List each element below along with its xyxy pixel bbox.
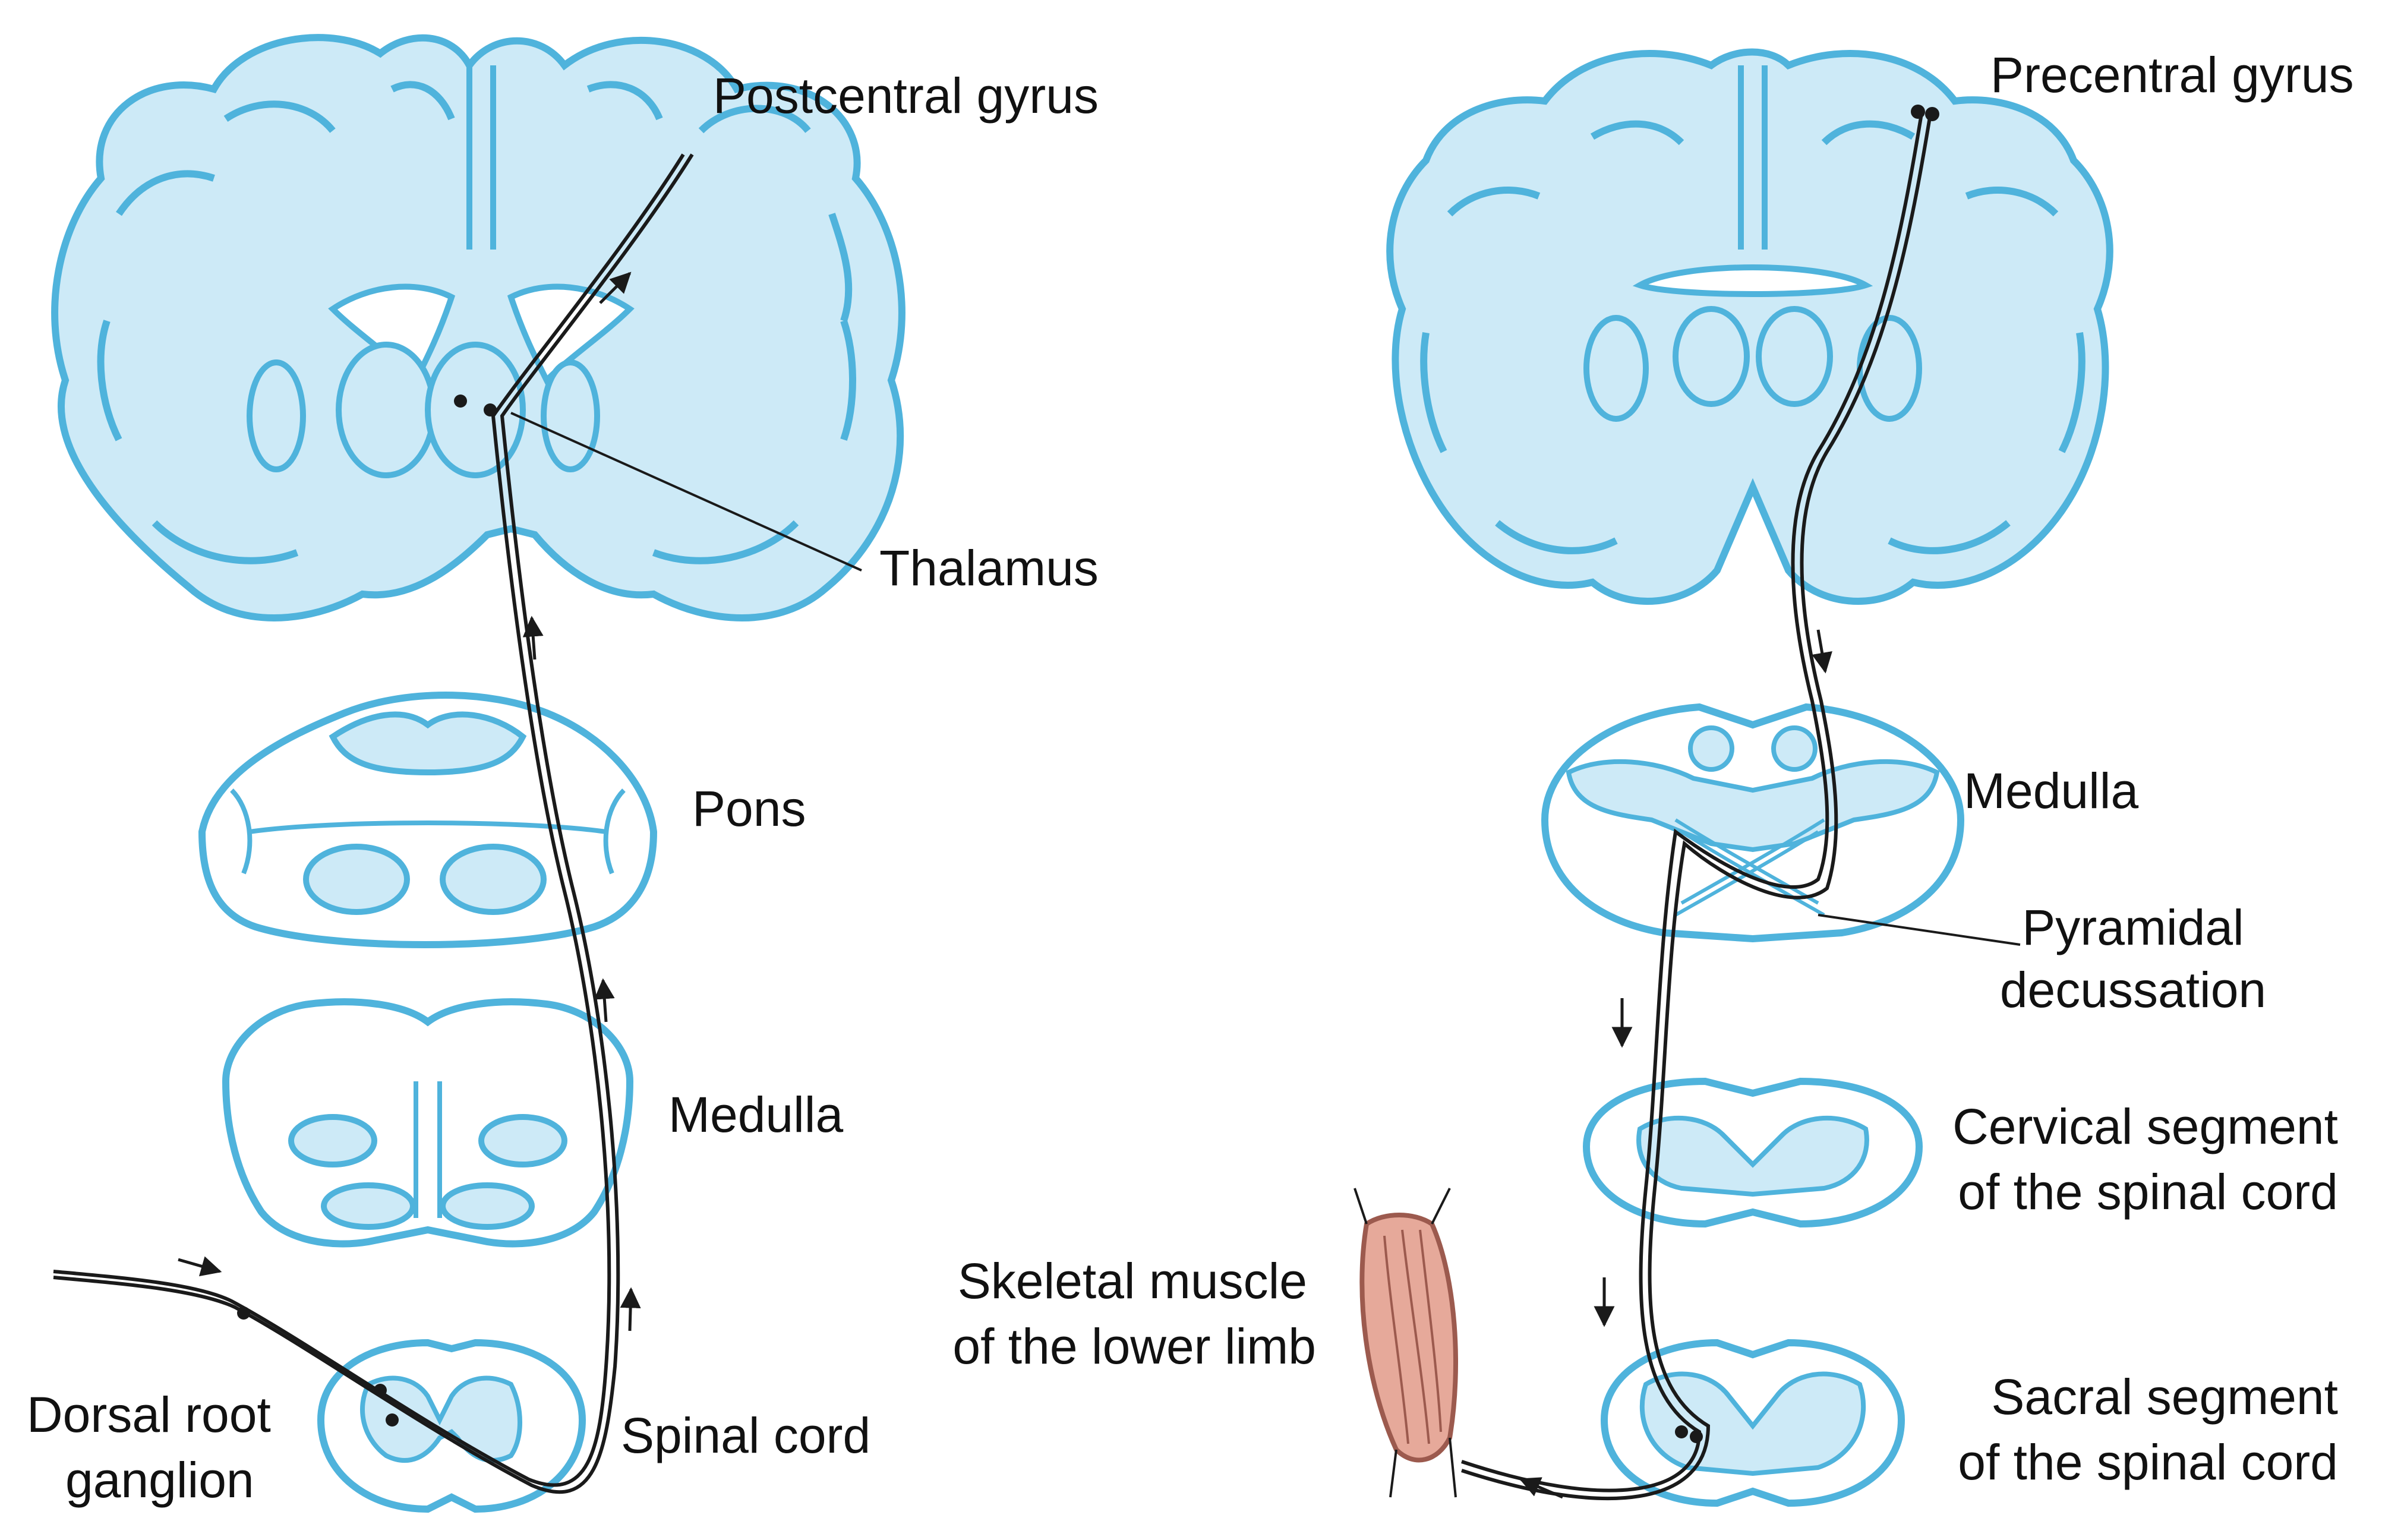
arrow-medulla-ascending: [594, 978, 615, 1023]
label-precentral-gyrus: Precentral gyrus: [1990, 47, 2354, 103]
label-dorsal-root-ganglion-line2: ganglion: [65, 1452, 254, 1508]
skeletal-muscle: [1353, 1188, 1458, 1498]
thalamus-leader-line: [510, 412, 862, 572]
arrow-pons-ascending: [522, 616, 544, 660]
basal-ganglia-r1: [1583, 315, 1649, 422]
pyramid-left: [321, 1182, 416, 1230]
arrow-cortex-ascending: [599, 272, 632, 304]
thalamic-cell-1: [454, 395, 467, 408]
brain-coronal-section-left: [51, 34, 905, 621]
cervical-segment-section: [1582, 1077, 1923, 1228]
pons-tegmentum: [329, 711, 527, 776]
brain-outline-left: [51, 34, 905, 621]
arrow-to-muscle: [1519, 1477, 1563, 1499]
label-pons: Pons: [692, 781, 806, 837]
lower-motor-neuron-1: [1675, 1425, 1688, 1438]
pons-nucleus-right: [440, 844, 547, 915]
pons-nucleus-left: [303, 844, 410, 915]
ascending-pathway: [53, 153, 862, 1494]
olive-right: [478, 1114, 567, 1167]
pons-section: [198, 692, 658, 948]
medulla-left-outline: [222, 998, 634, 1248]
brain-midline-right: [1738, 65, 1768, 250]
medulla-right-gray: [1566, 759, 1940, 853]
arrow-dorsal-root: [178, 1256, 222, 1277]
labels: Postcentral gyrus Thalamus Pons Medulla …: [27, 47, 2354, 1508]
spinal-cord-left-gray: [360, 1375, 522, 1463]
arrow-descending-1: [1812, 629, 1832, 674]
spinal-cord-left-section: [317, 1339, 586, 1513]
basal-ganglia-r3: [1756, 306, 1833, 407]
ascending-pathway-line-2: [53, 153, 694, 1494]
label-skeletal-muscle-line2: of the lower limb: [952, 1318, 1316, 1374]
pyramid-right: [440, 1182, 535, 1230]
label-cervical-segment-line1: Cervical segment: [1952, 1099, 2338, 1154]
thalamus-left-hemisphere: [336, 342, 437, 478]
label-cervical-segment-line2: of the spinal cord: [1958, 1164, 2338, 1220]
brain-gyri-left: [97, 81, 856, 564]
pons-fibers: [230, 788, 626, 875]
medulla-left-section: [222, 998, 634, 1248]
upper-motor-neuron-2: [1925, 107, 1939, 121]
brain-midline-left: [466, 65, 496, 250]
label-postcentral-gyrus: Postcentral gyrus: [713, 68, 1099, 124]
brain-gyri-right: [1420, 120, 2086, 554]
sacral-segment-section: [1600, 1339, 1905, 1507]
muscle-belly: [1359, 1213, 1458, 1463]
label-thalamus: Thalamus: [879, 540, 1099, 596]
cervical-segment-gray: [1636, 1115, 1869, 1197]
descending-pathway-line-2: [1461, 109, 1933, 1501]
thalamic-cell-2: [484, 403, 497, 416]
label-medulla-right: Medulla: [1964, 763, 2138, 819]
decussation-leader-line: [1818, 914, 2021, 946]
arrow-spinal-ascending: [620, 1287, 641, 1331]
brain-outline-right: [1386, 48, 2113, 605]
label-skeletal-muscle-line1: Skeletal muscle: [958, 1253, 1307, 1309]
medulla-right-nucleus-l: [1688, 725, 1734, 772]
muscle-tendon-top: [1353, 1188, 1451, 1225]
thalamus-right-hemisphere: [425, 342, 526, 478]
decussation-fibers: [1674, 818, 1825, 917]
brain-coronal-section-right: [1386, 48, 2113, 605]
lower-motor-neuron-2: [1690, 1430, 1703, 1443]
ascending-pathway-line: [53, 153, 685, 1487]
ganglion-cell-3: [386, 1413, 399, 1427]
label-sacral-segment-line1: Sacral segment: [1991, 1369, 2338, 1425]
muscle-fibers: [1383, 1229, 1442, 1444]
label-medulla-left: Medulla: [668, 1087, 843, 1143]
medulla-left-midline: [414, 1081, 442, 1218]
ganglion-cell-1: [237, 1307, 250, 1320]
descending-pathway: [1461, 105, 2021, 1501]
caudate-putamen-right: [541, 359, 600, 472]
ganglion-cell-2: [374, 1384, 387, 1397]
label-pyramidal-decussation-line2: decussation: [2000, 962, 2266, 1018]
basal-ganglia-r2: [1673, 306, 1750, 407]
upper-motor-neuron-1: [1911, 105, 1925, 119]
descending-pathway-line: [1461, 109, 1924, 1492]
corpus-callosum-right: [1632, 264, 1873, 297]
label-sacral-segment-line2: of the spinal cord: [1958, 1434, 2338, 1490]
ventricle-right: [507, 283, 635, 386]
label-spinal-cord: Spinal cord: [621, 1408, 870, 1463]
medulla-right-section: [1541, 703, 1965, 943]
cervical-segment-outline: [1582, 1077, 1923, 1228]
caudate-putamen-left: [247, 359, 306, 472]
label-dorsal-root-ganglion-line1: Dorsal root: [27, 1387, 271, 1443]
label-pyramidal-decussation-line1: Pyramidal: [2022, 900, 2244, 955]
medulla-right-nucleus-r: [1771, 725, 1818, 772]
muscle-tendon-bottom: [1389, 1437, 1457, 1498]
olive-left: [288, 1114, 377, 1167]
